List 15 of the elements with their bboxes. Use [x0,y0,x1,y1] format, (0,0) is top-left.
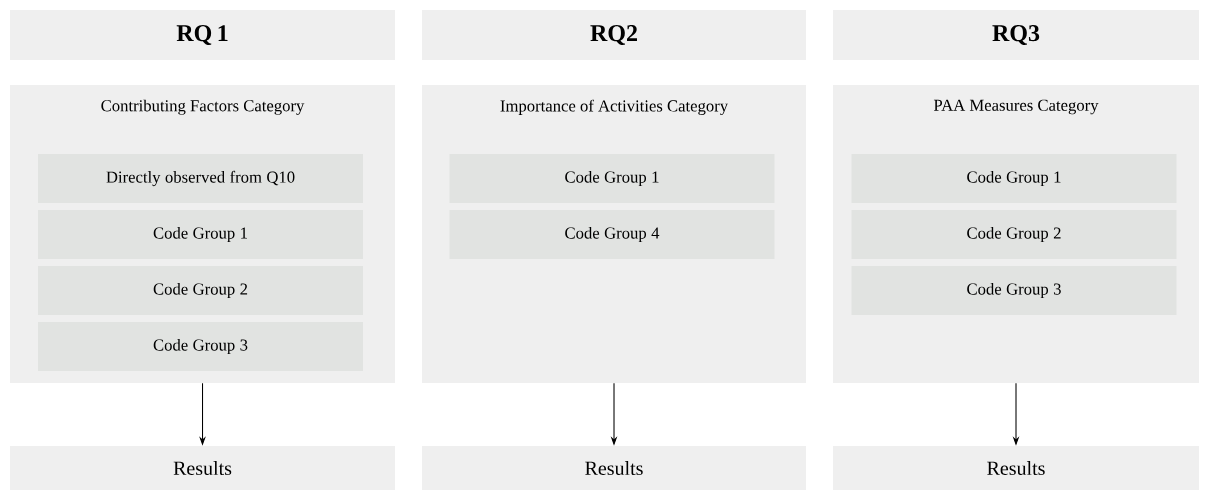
code-group-box: Code Group 4 [449,210,775,259]
heading-box: RQ3 [833,10,1199,60]
heading-box: RQ2 [422,10,806,60]
heading-box: RQ 1 [10,10,395,60]
results-box: Results [833,446,1199,490]
code-group-box: Code Group 1 [851,154,1177,203]
code-group-box: Code Group 2 [38,266,363,315]
code-group-box: Code Group 1 [38,210,363,259]
code-group-box: Code Group 1 [449,154,775,203]
code-group-box: Code Group 2 [851,210,1177,259]
results-box: Results [10,446,395,490]
code-group-box: Directly observed from Q10 [38,154,363,203]
code-group-box: Code Group 3 [38,322,363,371]
code-group-box: Code Group 3 [851,266,1177,315]
results-box: Results [422,446,806,490]
